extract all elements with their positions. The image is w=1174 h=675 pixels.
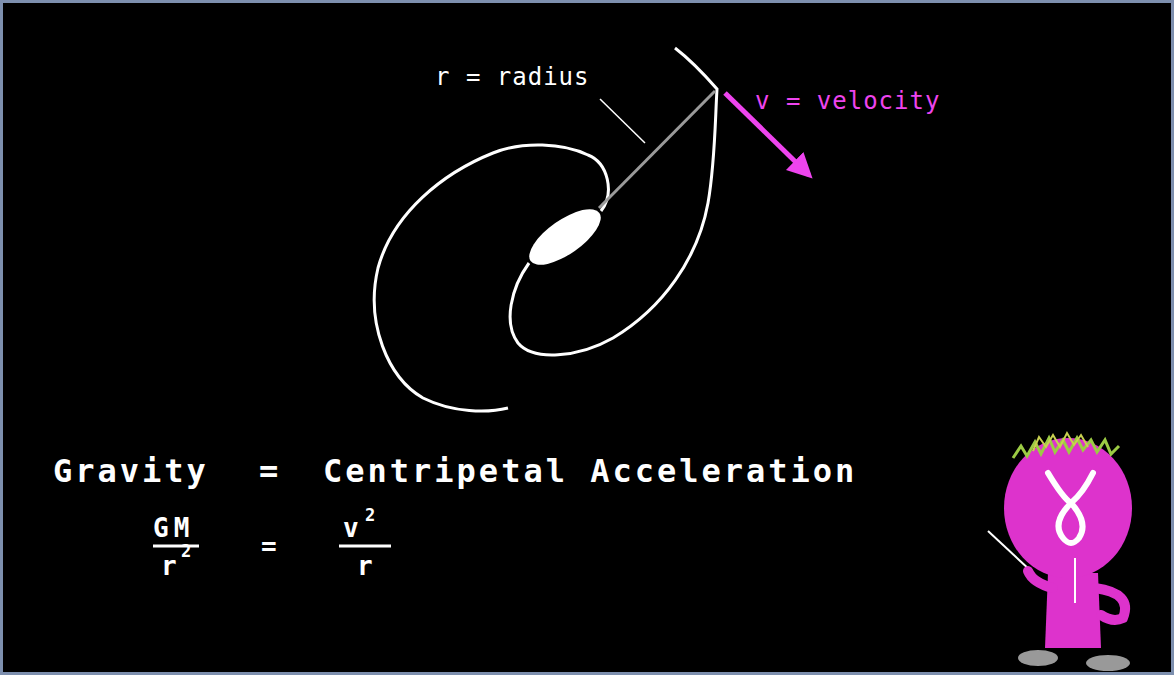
galaxy-core	[521, 199, 609, 275]
galaxy-illustration	[3, 3, 1174, 675]
fraction-bar	[339, 545, 391, 548]
radius-line	[599, 91, 715, 208]
exponent: 2	[181, 543, 191, 560]
fraction-bar	[153, 545, 199, 548]
exponent: 2	[365, 507, 375, 524]
equation-term: r	[161, 553, 177, 579]
equation-term: v	[343, 515, 359, 541]
equals-sign: =	[261, 533, 277, 559]
equation-term: GM	[153, 515, 194, 541]
leader-line	[600, 99, 645, 143]
cartoon-character	[988, 433, 1132, 671]
velocity-label: v = velocity	[755, 89, 940, 113]
equals-sign: =	[259, 455, 281, 487]
heading-word: Gravity	[53, 455, 209, 487]
spiral-arm	[510, 48, 717, 355]
heading-word: Centripetal Acceleration	[323, 455, 857, 487]
radius-label: r = radius	[435, 65, 590, 89]
spiral-arm	[374, 145, 608, 411]
equation-term: r	[357, 553, 373, 579]
